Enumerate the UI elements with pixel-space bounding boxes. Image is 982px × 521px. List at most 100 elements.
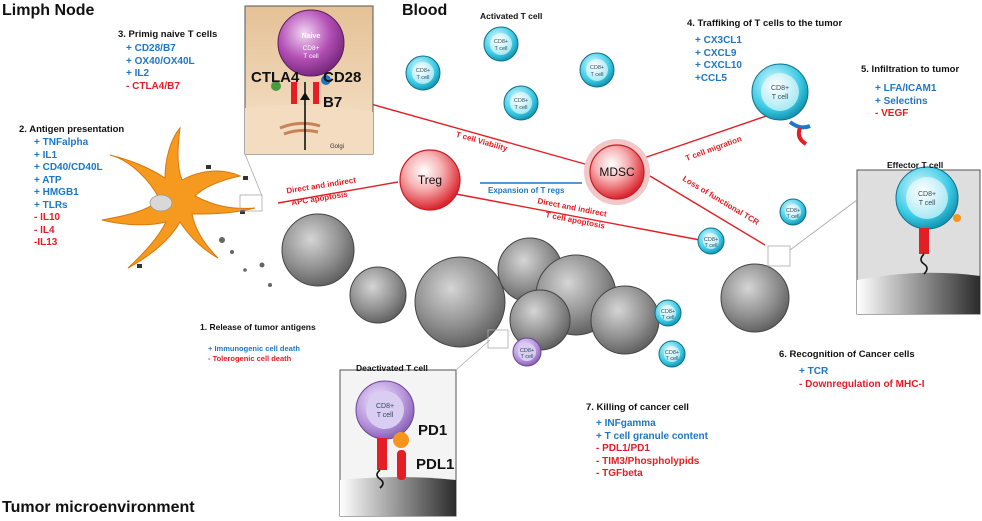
mhc-markers bbox=[137, 165, 248, 268]
tumor-mass bbox=[281, 213, 790, 355]
tcell-blood-1: CD8+T cell bbox=[405, 55, 441, 91]
region-lymph-node: Limph Node bbox=[2, 2, 95, 19]
deactivated-panel bbox=[339, 369, 457, 517]
deactivated-tcell-title: Deactivated T cell bbox=[356, 363, 428, 373]
tcell-label-cd8: CD8+ bbox=[520, 348, 534, 354]
step-5-item: - VEGF bbox=[875, 108, 909, 119]
effector-cd8-label: CD8+ bbox=[918, 191, 936, 198]
infiltrating-tcell-core bbox=[761, 73, 799, 111]
step-5: 5. Infiltration to tumor + LFA/ICAM1 + S… bbox=[861, 64, 959, 121]
receptor-red bbox=[796, 127, 808, 146]
step-1-item: - Tolerogenic cell death bbox=[208, 354, 292, 363]
tcell-label-cd8: CD8+ bbox=[590, 65, 604, 71]
step-6: 6. Recognition of Cancer cells + TCR - D… bbox=[779, 349, 925, 391]
effector-panel bbox=[856, 166, 981, 315]
step-2-item: - IL4 bbox=[34, 224, 55, 236]
tcell-label: T cell bbox=[520, 354, 533, 360]
step-5-title: 5. Infiltration to tumor bbox=[861, 64, 960, 75]
step-7-list: + INFgamma + T cell granule content - PD… bbox=[596, 418, 708, 481]
step-7-item: + T cell granule content bbox=[596, 430, 708, 442]
step-2-title: 2. Antigen presentation bbox=[19, 124, 125, 135]
tcell-label-cd8: CD8+ bbox=[661, 309, 675, 315]
step-7-title: 7. Killing of cancer cell bbox=[586, 402, 689, 413]
tcell-tumor-1: CD8+T cell bbox=[697, 227, 725, 255]
step-3-item: - CTLA4/B7 bbox=[126, 80, 180, 92]
step-4-item: + CXCL9 bbox=[695, 47, 737, 59]
pd1-label: PD1 bbox=[418, 422, 448, 439]
interaction-lines bbox=[277, 98, 779, 246]
antigen-debris bbox=[219, 237, 272, 287]
effector-tcell-title: Effector T cell bbox=[887, 160, 944, 170]
tcell-label: T cell bbox=[665, 356, 678, 362]
step-2-item: + CD40/CD40L bbox=[34, 162, 103, 173]
step-7-item: - TGFbeta bbox=[596, 468, 643, 479]
infiltrating-cd8-label: CD8+ bbox=[771, 85, 789, 92]
step-5-item: + Selectins bbox=[875, 95, 928, 107]
tcell-label: T cell bbox=[704, 243, 717, 249]
tcell-tumor-3: CD8+T cell bbox=[654, 299, 682, 327]
cd28-label: CD28 bbox=[323, 69, 362, 86]
tcell-label-cd8: CD8+ bbox=[494, 39, 508, 45]
tcell-tumor-2: CD8+T cell bbox=[779, 198, 807, 226]
treg-label: Treg bbox=[418, 173, 442, 187]
step-2-item: + TNFalpha bbox=[34, 137, 89, 148]
step-4-title: 4. Traffiking of T cells to the tumor bbox=[687, 18, 843, 29]
deactivated-cd8-label: CD8+ bbox=[376, 403, 394, 410]
naive-tcell-label: T cell bbox=[303, 53, 319, 60]
tcell-blood-3: CD8+T cell bbox=[503, 85, 539, 121]
step-7-item: - TIM3/Phospholypids bbox=[596, 455, 700, 467]
ctla4-label: CTLA4 bbox=[251, 69, 300, 86]
tcell-deactivated-small: CD8+T cell bbox=[512, 337, 542, 367]
step-3-list: + CD28/B7 + OX40/OX40L + IL2 - CTLA4/B7 bbox=[126, 43, 217, 93]
step-4-item: + CX3CL1 bbox=[695, 35, 742, 46]
activated-tcell-title: Activated T cell bbox=[480, 11, 543, 21]
step-4-list: + CX3CL1 + CXCL9 + CXCL10 +CCL5 bbox=[695, 35, 842, 85]
step-4: 4. Traffiking of T cells to the tumor + … bbox=[687, 18, 842, 85]
tcell-label-cd8: CD8+ bbox=[416, 68, 430, 74]
step-3-item: + OX40/OX40L bbox=[126, 55, 195, 67]
step-4-item: +CCL5 bbox=[695, 72, 727, 84]
step-1-item: + Immunogenic cell death bbox=[208, 344, 300, 353]
step-3: 3. Primig naive T cells + CD28/B7 + OX40… bbox=[118, 29, 217, 93]
step-7: 7. Killing of cancer cell + INFgamma + T… bbox=[586, 402, 708, 481]
tcell-label: T cell bbox=[661, 315, 674, 321]
step-5-list: + LFA/ICAM1 + Selectins - VEGF bbox=[875, 83, 959, 121]
step-3-item: + IL2 bbox=[126, 68, 150, 79]
expansion-label: Expansion of T regs bbox=[488, 186, 565, 195]
region-blood: Blood bbox=[402, 2, 448, 19]
step-2-list: + TNFalpha + IL1 + CD40/CD40L + ATP + HM… bbox=[34, 137, 124, 250]
tcell-blood-4: CD8+T cell bbox=[579, 52, 615, 88]
dendritic-cell bbox=[101, 126, 256, 269]
step-2: 2. Antigen presentation + TNFalpha + IL1… bbox=[19, 124, 124, 250]
tcell-label-cd8: CD8+ bbox=[514, 98, 528, 104]
step-3-item: + CD28/B7 bbox=[126, 43, 176, 54]
tcell-label-cd8: CD8+ bbox=[704, 237, 718, 243]
step-7-item: + INFgamma bbox=[596, 418, 656, 429]
naive-cd8-label: CD8+ bbox=[303, 45, 320, 52]
step-2-item: + ATP bbox=[34, 174, 62, 186]
step-2-item: + TLRs bbox=[34, 199, 68, 211]
tcell-label: T cell bbox=[590, 72, 603, 78]
step-6-item: - Downregulation of MHC-I bbox=[799, 378, 925, 390]
mdsc-cell bbox=[589, 144, 645, 200]
receptor-blue bbox=[788, 120, 811, 130]
step-5-item: + LFA/ICAM1 bbox=[875, 83, 937, 94]
tcell-label-cd8: CD8+ bbox=[665, 350, 679, 356]
step-6-list: + TCR - Downregulation of MHC-I bbox=[799, 366, 925, 391]
step-1-list: + Immunogenic cell death - Tolerogenic c… bbox=[208, 344, 316, 364]
step-3-title: 3. Primig naive T cells bbox=[118, 29, 218, 40]
step-6-item: + TCR bbox=[799, 366, 829, 377]
pdl1-label: PDL1 bbox=[416, 456, 455, 473]
infiltrating-tcell-label: T cell bbox=[772, 94, 789, 101]
step-1-title: 1. Release of tumor antigens bbox=[200, 322, 316, 332]
step-2-item: - IL10 bbox=[34, 212, 61, 223]
priming-panel bbox=[244, 5, 374, 155]
step-6-title: 6. Recognition of Cancer cells bbox=[779, 349, 915, 360]
naive-label: Naive bbox=[302, 33, 321, 40]
tcell-blood-2: CD8+T cell bbox=[483, 26, 519, 62]
golgi-label: Golgi bbox=[330, 144, 344, 150]
deactivated-tcell-label: T cell bbox=[377, 412, 394, 419]
step-2-item: + HMGB1 bbox=[34, 187, 79, 198]
tcell-label: T cell bbox=[786, 214, 799, 220]
